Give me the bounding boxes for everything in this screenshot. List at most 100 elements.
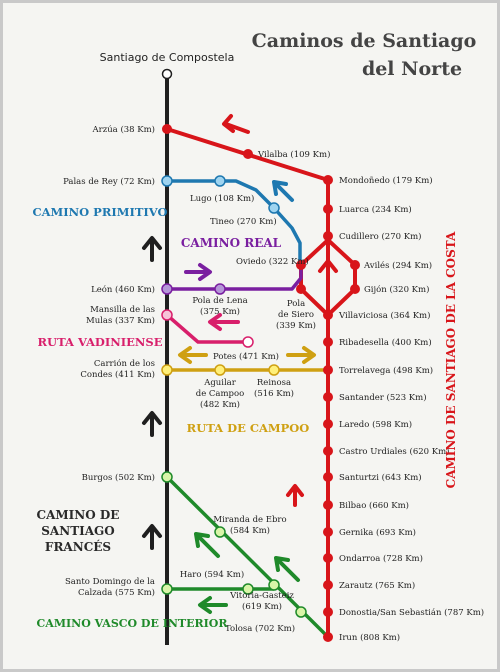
station-oviedo [296, 260, 306, 270]
label-miranda-2: (584 Km) [230, 525, 270, 536]
label-aviles: Avilés (294 Km) [363, 260, 432, 271]
label-pola-de-lena-2: (375 Km) [200, 306, 240, 317]
arrow-up-frances-3 [142, 524, 162, 550]
station-santander [323, 392, 333, 402]
arrow-up-frances-2 [142, 411, 162, 437]
station-irun [323, 632, 333, 642]
station-vitoria [268, 579, 280, 591]
arrow-vasco-3 [274, 556, 300, 582]
label-luarca: Luarca (234 Km) [339, 204, 412, 215]
station-tineo [268, 202, 280, 214]
label-haro: Haro (594 Km) [180, 569, 244, 580]
real-labels: Oviedo (322 Km) Pola de Lena (375 Km) Po… [192, 256, 316, 331]
station-ondarroa [323, 553, 333, 563]
label-gernika: Gernika (693 Km) [339, 527, 416, 538]
label-mansilla-1: Mansilla de las [90, 305, 155, 315]
label-pola-de-siero-2: de Siero [278, 310, 314, 320]
label-burgos: Burgos (502 Km) [82, 472, 155, 483]
station-luarca [323, 204, 333, 214]
label-reinosa-2: (516 Km) [254, 388, 294, 399]
station-mansilla [161, 309, 173, 321]
label-miranda-1: Miranda de Ebro [213, 515, 286, 525]
label-aguilar-2: de Campoo [196, 389, 244, 399]
route-name-frances-3: FRANCÉS [45, 539, 111, 554]
label-torrelavega: Torrelavega (498 Km) [339, 365, 433, 376]
label-lugo: Lugo (108 Km) [190, 193, 254, 204]
label-ondarroa: Ondarroa (728 Km) [339, 553, 423, 564]
real-line [167, 265, 303, 291]
station-lugo [214, 175, 226, 187]
route-name-primitivo: CAMINO PRIMITIVO [32, 205, 167, 219]
label-pola-de-siero-1: Pola [287, 299, 305, 309]
station-gernika [323, 527, 333, 537]
station-castro [323, 446, 333, 456]
station-reinosa [268, 364, 280, 376]
station-carrion [161, 364, 173, 376]
station-aguilar [214, 364, 226, 376]
santiago-label: Santiago de Compostela [100, 51, 235, 64]
label-reinosa-1: Reinosa [257, 378, 291, 388]
label-aguilar-3: (482 Km) [200, 399, 240, 410]
station-villaviciosa [323, 310, 333, 320]
station-zarautz [323, 580, 333, 590]
label-bilbao: Bilbao (660 Km) [339, 500, 409, 511]
label-oviedo: Oviedo (322 Km) [236, 256, 309, 267]
label-irun: Irun (808 Km) [339, 632, 400, 643]
label-leon: León (460 Km) [91, 284, 155, 295]
station-bilbao [323, 500, 333, 510]
route-name-costa: CAMINO DE SANTIAGO DE LA COSTA [444, 231, 458, 488]
arrow-up-frances-1 [142, 236, 162, 262]
label-santurtzi: Santurtzi (643 Km) [339, 472, 422, 483]
label-santo-domingo-1: Santo Domingo de la [65, 577, 155, 587]
station-pola-de-lena [214, 283, 226, 295]
route-name-vasco: CAMINO VASCO DE INTERIOR [37, 617, 229, 630]
station-tolosa [295, 606, 307, 618]
station-laredo [323, 419, 333, 429]
label-laredo: Laredo (598 Km) [339, 419, 412, 430]
arrow-vasco-2 [198, 596, 228, 614]
label-donostia: Donostia/San Sebastián (787 Km) [339, 607, 484, 618]
costa-labels: Vilalba (109 Km) Mondoñedo (179 Km) Luar… [257, 149, 484, 643]
arrow-campoo-left [178, 346, 208, 364]
station-santiago [161, 68, 173, 80]
stations [161, 68, 360, 642]
route-name-real: CAMINO REAL [181, 236, 282, 250]
label-vilalba: Vilalba (109 Km) [257, 149, 330, 160]
primitivo-labels: Lugo (108 Km) Tineo (270 Km) [190, 193, 277, 227]
station-vilalba [243, 149, 253, 159]
label-mansilla-2: Mulas (337 Km) [86, 315, 155, 326]
label-tolosa: Tolosa (702 Km) [225, 623, 295, 634]
arrow-campoo-right [286, 346, 316, 364]
map-title-line1: Caminos de Santiago [252, 30, 477, 52]
label-castro: Castro Urdiales (620 Km) [339, 446, 449, 457]
station-ribadesella [323, 337, 333, 347]
label-santo-domingo-2: Calzada (575 Km) [78, 587, 155, 598]
label-pola-de-siero-3: (339 Km) [276, 320, 316, 331]
station-arzua [162, 124, 172, 134]
arrow-real [184, 263, 212, 281]
station-aviles [350, 260, 360, 270]
label-aguilar-1: Aguilar [203, 378, 237, 388]
route-name-vadiniense: RUTA VADINIENSE [38, 335, 163, 349]
label-cudillero: Cudillero (270 Km) [339, 231, 421, 242]
label-mondonedo: Mondoñedo (179 Km) [339, 175, 433, 186]
label-pola-de-lena-1: Pola de Lena [192, 296, 247, 306]
label-arzua: Arzúa (38 Km) [92, 124, 155, 135]
label-santander: Santander (523 Km) [339, 392, 427, 403]
frances-labels: Arzúa (38 Km) Palas de Rey (72 Km) León … [63, 124, 155, 598]
label-palas: Palas de Rey (72 Km) [63, 176, 155, 187]
vasco-labels: Miranda de Ebro (584 Km) Haro (594 Km) V… [180, 515, 295, 634]
label-tineo: Tineo (270 Km) [210, 216, 277, 227]
route-name-campoo: RUTA DE CAMPOO [187, 421, 310, 435]
label-ribadesella: Ribadesella (400 Km) [339, 337, 432, 348]
arrow-costa-top [222, 114, 250, 134]
station-burgos [161, 471, 173, 483]
station-potes-vad [242, 336, 254, 348]
campoo-labels: Potes (471 Km) Aguilar de Campoo (482 Km… [196, 351, 294, 410]
arrow-vasco-1 [194, 532, 220, 558]
station-gijon [350, 284, 360, 294]
station-santo-domingo [161, 583, 173, 595]
station-torrelavega [323, 365, 333, 375]
label-villaviciosa: Villaviciosa (364 Km) [338, 310, 430, 321]
